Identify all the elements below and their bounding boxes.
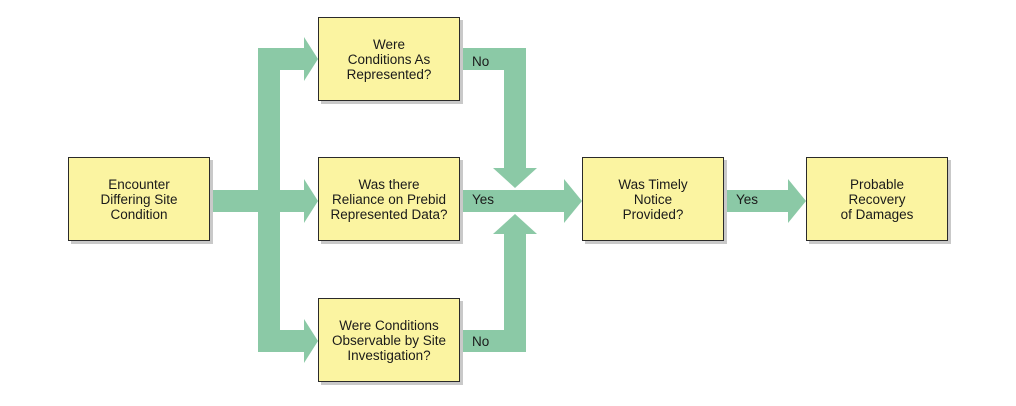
- edge-label-represented-no: No: [472, 54, 490, 69]
- arrow-head-bottom: [304, 319, 318, 363]
- edge-label-reliance-yes: Yes: [472, 192, 495, 207]
- arrow-top-no-vertical: [504, 48, 526, 170]
- node-label: Encounter Differing Site Condition: [100, 176, 178, 222]
- arrow-head-middle: [304, 179, 318, 223]
- arrow-head-top: [304, 37, 318, 81]
- arrow-branch-bottom: [258, 330, 308, 352]
- arrow-bottom-no-vertical: [504, 232, 526, 352]
- edge-label-observable-no: No: [472, 334, 490, 349]
- arrow-branch-middle: [258, 190, 308, 212]
- arrow-head-bottom-no: [493, 214, 537, 234]
- node-encounter-differing-site-condition: Encounter Differing Site Condition: [68, 157, 210, 241]
- arrow-head-notice: [564, 179, 582, 223]
- arrow-head-top-no: [493, 168, 537, 188]
- arrow-middle-yes: [460, 190, 568, 212]
- node-label: Was there Reliance on Prebid Represented…: [330, 176, 448, 222]
- node-label: Probable Recovery of Damages: [840, 176, 914, 222]
- node-conditions-observable: Were Conditions Observable by Site Inves…: [318, 298, 460, 382]
- edge-label-notice-yes: Yes: [736, 192, 759, 207]
- node-conditions-as-represented: Were Conditions As Represented?: [318, 17, 460, 101]
- node-probable-recovery: Probable Recovery of Damages: [806, 157, 948, 241]
- node-label: Was Timely Notice Provided?: [618, 176, 688, 222]
- arrow-branch-top: [258, 48, 308, 70]
- node-reliance-on-prebid-data: Was there Reliance on Prebid Represented…: [318, 157, 460, 241]
- node-label: Were Conditions Observable by Site Inves…: [331, 317, 447, 363]
- arrow-notice-yes: [724, 190, 792, 212]
- node-timely-notice: Was Timely Notice Provided?: [582, 157, 724, 241]
- node-label: Were Conditions As Represented?: [346, 36, 432, 82]
- arrow-head-recovery: [788, 179, 806, 223]
- arrow-trunk-encounter: [210, 190, 260, 212]
